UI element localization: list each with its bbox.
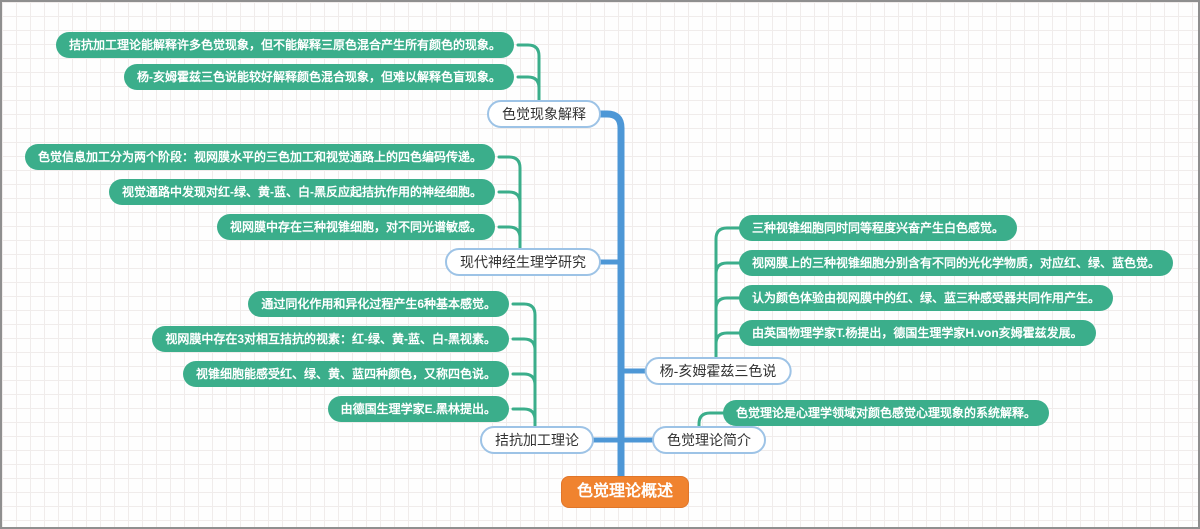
leaf-node[interactable]: 通过同化作用和异化过程产生6种基本感觉。	[248, 291, 509, 317]
leaf-node[interactable]: 由德国生理学家E.黑林提出。	[327, 396, 509, 422]
leaf-node[interactable]: 色觉信息加工分为两个阶段：视网膜水平的三色加工和视觉通路上的四色编码传递。	[24, 144, 495, 170]
branch-node-opponent-process-theory[interactable]: 拮抗加工理论	[480, 426, 594, 454]
branch-node-color-vision-theory-intro[interactable]: 色觉理论简介	[652, 426, 766, 454]
trunk-connectors	[586, 110, 657, 480]
leaf-node[interactable]: 视网膜中存在3对相互拮抗的视素：红-绿、黄-蓝、白-黑视素。	[152, 326, 509, 352]
leaf-node[interactable]: 视觉通路中发现对红-绿、黄-蓝、白-黑反应起拮抗作用的神经细胞。	[109, 179, 495, 205]
leaf-node[interactable]: 认为颜色体验由视网膜中的红、绿、蓝三种感受器共同作用产生。	[739, 285, 1114, 311]
root-node[interactable]: 色觉理论概述	[560, 476, 690, 508]
leaf-node[interactable]: 视网膜上的三种视锥细胞分别含有不同的光化学物质，对应红、绿、蓝色觉。	[739, 250, 1174, 276]
leaf-node[interactable]: 视锥细胞能感受红、绿、黄、蓝四种颜色，又称四色说。	[182, 361, 509, 387]
leaf-node[interactable]: 视网膜中存在三种视锥细胞，对不同光谱敏感。	[216, 214, 495, 240]
leaf-node[interactable]: 由英国物理学家T.杨提出，德国生理学家H.von亥姆霍兹发展。	[739, 320, 1096, 346]
leaf-node[interactable]: 色觉理论是心理学领域对颜色感觉心理现象的系统解释。	[723, 400, 1050, 426]
leaf-node[interactable]: 三种视锥细胞同时同等程度兴奋产生白色感觉。	[739, 215, 1018, 241]
branch-node-modern-neurophysiology-research[interactable]: 现代神经生理学研究	[445, 248, 601, 276]
branch-node-young-helmholtz-trichromatic-theory[interactable]: 杨-亥姆霍兹三色说	[644, 357, 792, 385]
branch-node-color-phenomena-explanation[interactable]: 色觉现象解释	[487, 100, 601, 128]
leaf-node[interactable]: 杨-亥姆霍兹三色说能较好解释颜色混合现象，但难以解释色盲现象。	[124, 64, 514, 90]
leaf-node[interactable]: 拮抗加工理论能解释许多色觉现象，但不能解释三原色混合产生所有颜色的现象。	[55, 32, 514, 58]
